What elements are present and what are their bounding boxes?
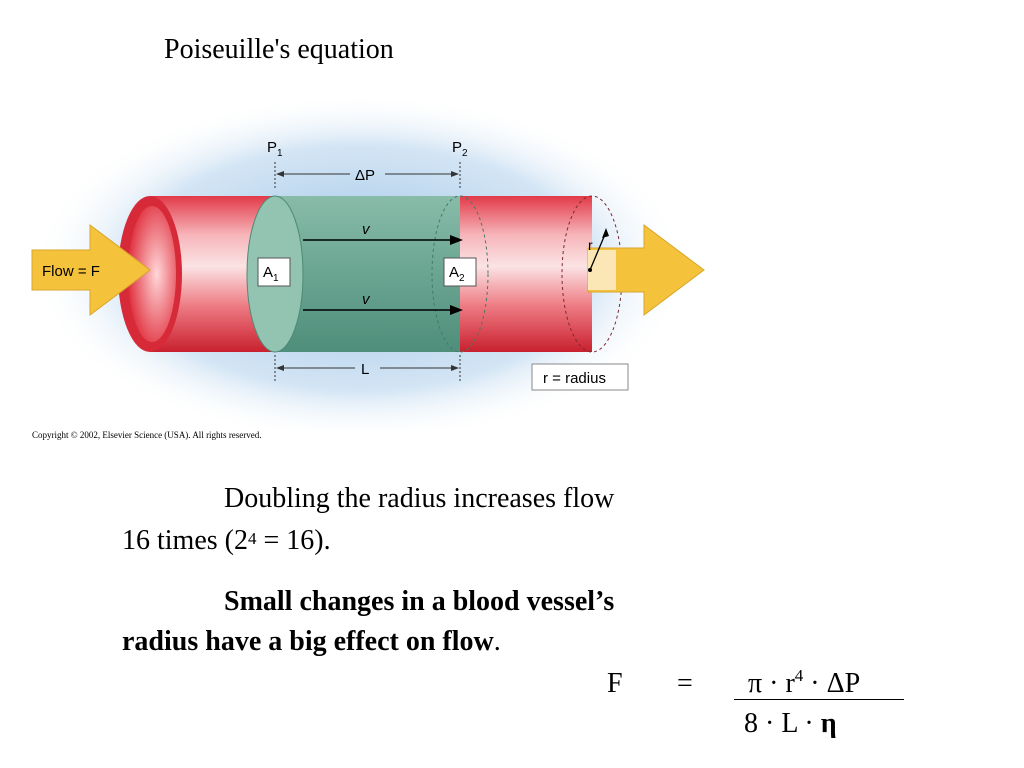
denominator-eta: η bbox=[820, 708, 837, 739]
para1-line2b: = 16). bbox=[256, 525, 331, 556]
small-changes-text: Small changes in a blood vessel’s radius… bbox=[122, 582, 722, 662]
radius-legend-box bbox=[531, 363, 629, 391]
numerator-part-a: π · r bbox=[748, 668, 795, 699]
exponent: 4 bbox=[248, 529, 257, 548]
numerator-exponent: 4 bbox=[794, 666, 804, 685]
radius-center-dot bbox=[588, 268, 592, 272]
copyright-notice: Copyright © 2002, Elsevier Science (USA)… bbox=[32, 430, 262, 440]
radius-arrowhead bbox=[602, 228, 609, 238]
para2-line1: Small changes in a blood vessel’s bbox=[224, 586, 615, 617]
segment-right-face bbox=[431, 195, 489, 353]
para1-line1: Doubling the radius increases flow bbox=[224, 483, 615, 514]
delta-p-label: ΔP bbox=[355, 167, 375, 184]
velocity-arrowhead-bottom bbox=[450, 305, 463, 315]
para1-line2a: 16 times (2 bbox=[122, 525, 248, 556]
numerator-part-b: · ΔP bbox=[803, 668, 861, 699]
para2-line2: radius have a big effect on flow bbox=[122, 626, 494, 657]
radius-label: r bbox=[588, 237, 593, 253]
velocity-arrowhead-top bbox=[450, 235, 463, 245]
pressure-p2-label: P2 bbox=[452, 139, 468, 159]
radius-arrow bbox=[589, 231, 607, 271]
equation-lhs: F bbox=[607, 668, 623, 699]
area-a2-label: A2 bbox=[449, 264, 465, 284]
radius-legend: r = radius bbox=[543, 370, 606, 387]
delta-p-arrow-left bbox=[276, 171, 284, 177]
delta-p-arrow-right bbox=[451, 171, 459, 177]
flow-arrow-right bbox=[587, 224, 705, 316]
equation-numerator: π · r4 · ΔP bbox=[748, 666, 861, 700]
flow-label: Flow = F bbox=[42, 263, 100, 280]
flow-segment bbox=[275, 196, 460, 352]
denominator-part-a: 8 · L · bbox=[744, 708, 821, 739]
area-a1-box bbox=[257, 257, 291, 287]
radius-marker-box bbox=[588, 250, 616, 290]
para2-period: . bbox=[493, 626, 501, 657]
velocity-label-top: v bbox=[362, 221, 371, 238]
velocity-label-bottom: v bbox=[362, 291, 371, 308]
l-arrow-right bbox=[451, 365, 459, 371]
l-arrow-left bbox=[276, 365, 284, 371]
area-a1-label: A1 bbox=[263, 264, 279, 284]
equation-equals: = bbox=[677, 668, 693, 699]
doubling-radius-text: Doubling the radius increases flow 16 ti… bbox=[122, 478, 722, 562]
fraction-bar bbox=[734, 699, 904, 700]
poiseuille-diagram: Flow = F r v v A1 A2 P1 P2 ΔP L r = radi… bbox=[30, 93, 705, 430]
area-a2-box bbox=[443, 257, 477, 287]
flow-arrow-left bbox=[31, 224, 151, 316]
length-label: L bbox=[361, 361, 369, 378]
pressure-p1-label: P1 bbox=[267, 139, 283, 159]
equation-denominator: 8 · L · η bbox=[744, 708, 837, 740]
vessel-left-inner bbox=[128, 206, 176, 342]
page-title: Poiseuille's equation bbox=[164, 34, 394, 65]
